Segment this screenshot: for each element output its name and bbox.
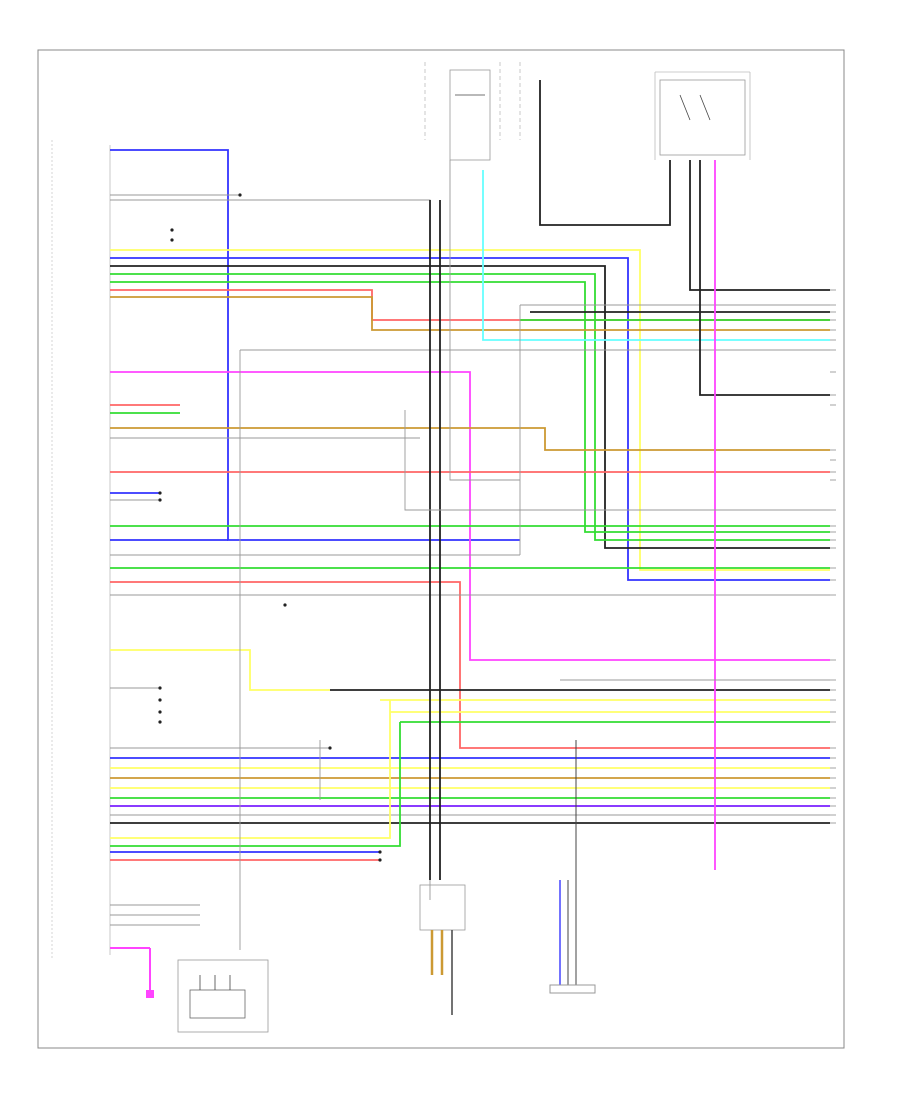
wire-gray [110,199,431,900]
junction-dot [170,228,174,232]
wire-black [110,265,830,549]
wire-red [110,581,830,749]
top-component-boxes [424,62,751,160]
junction-dot [378,850,382,854]
wire-black [699,160,830,396]
wire-gray [449,160,520,481]
left-connector-strip-icon [51,140,111,960]
junction-dot [378,858,382,862]
ground-terminal-icon [110,947,154,998]
junction-dot [158,720,162,724]
junction-dot [328,746,332,750]
junction-dot [238,193,242,197]
wire-green [110,281,830,533]
junction-dot [170,238,174,242]
wire-blue [110,257,830,581]
junction-dots [158,193,382,862]
wire-blue [110,149,520,541]
relay-box-icon [659,79,746,156]
junction-dot [158,710,162,714]
wire-black [539,80,671,226]
center-sensor-icon [419,884,466,1015]
junction-dot [158,498,162,502]
wire-yellow [110,700,391,839]
junction-dot [158,491,162,495]
wire-pink [110,371,830,661]
junction-dot [158,686,162,690]
wire-orange [110,427,830,451]
wire-green [110,273,830,541]
wire-gray [404,410,830,511]
wire-orange [110,296,830,331]
wire-black [689,160,830,291]
wire-yellow [110,649,330,691]
junction-dot [283,603,287,607]
component-switch-icon [449,69,491,161]
sensor-connector-icon [177,959,269,1033]
wire-yellow [110,249,830,571]
junction-dot [158,698,162,702]
wire-cyan [482,170,830,341]
wire-green [110,722,401,847]
diagram-frame [37,49,845,1049]
right-pin-ticks [830,289,836,824]
right-bottom-sensor-icon [549,740,596,994]
wire-group [110,80,830,950]
